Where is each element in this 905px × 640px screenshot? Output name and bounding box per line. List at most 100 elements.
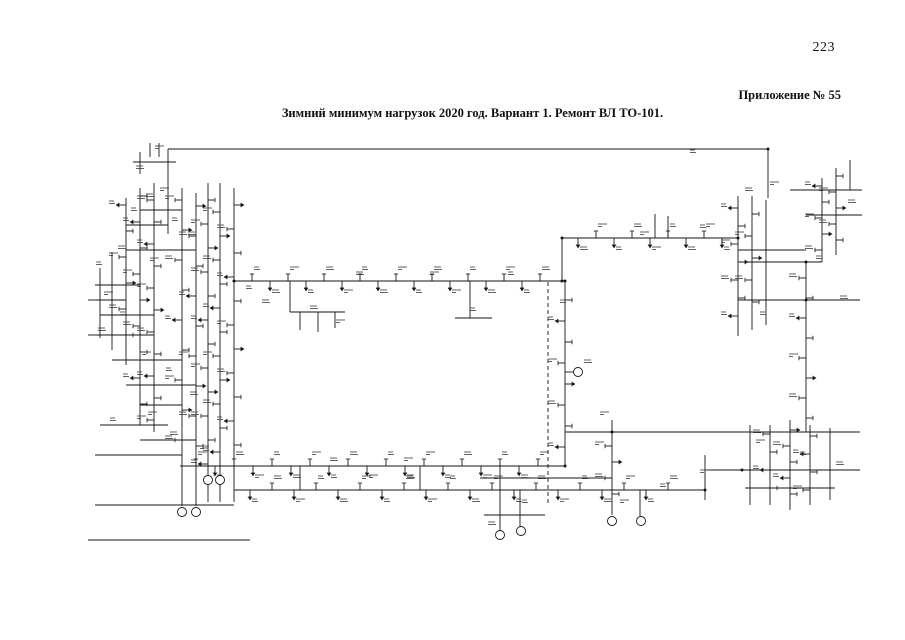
load-arrow-icon: [412, 288, 416, 292]
load-arrow-icon: [143, 374, 147, 378]
load-arrow-icon: [215, 390, 219, 394]
generator-circle-icon: [215, 475, 225, 485]
load-arrow-icon: [223, 275, 227, 279]
generator-circle-icon: [607, 516, 617, 526]
load-arrow-icon: [720, 245, 724, 249]
load-arrow-icon: [203, 384, 207, 388]
load-arrow-icon: [779, 476, 783, 480]
junction-dot: [703, 488, 707, 492]
junction-dot: [740, 468, 744, 472]
load-arrow-icon: [517, 473, 521, 477]
load-arrow-icon: [197, 318, 201, 322]
load-arrow-icon: [171, 318, 175, 322]
generator-circle-icon: [191, 507, 201, 517]
load-arrow-icon: [336, 497, 340, 501]
load-arrow-icon: [289, 473, 293, 477]
load-arrow-icon: [727, 314, 731, 318]
appendix-label: Приложение № 55: [738, 88, 841, 102]
load-arrow-icon: [797, 428, 801, 432]
load-arrow-icon: [227, 378, 231, 382]
junction-dot: [560, 236, 564, 240]
load-arrow-icon: [251, 473, 255, 477]
load-arrow-icon: [727, 206, 731, 210]
junction-dot: [804, 260, 808, 264]
load-arrow-icon: [248, 497, 252, 501]
load-arrow-icon: [133, 281, 137, 285]
load-arrow-icon: [745, 260, 749, 264]
load-arrow-icon: [129, 376, 133, 380]
load-arrow-icon: [115, 203, 119, 207]
generator-circle-icon: [516, 526, 526, 536]
load-arrow-icon: [304, 288, 308, 292]
load-arrow-icon: [203, 204, 207, 208]
load-arrow-icon: [612, 245, 616, 249]
load-arrow-icon: [189, 408, 193, 412]
load-arrow-icon: [556, 497, 560, 501]
junction-dot: [766, 147, 770, 151]
load-arrow-icon: [554, 319, 558, 323]
load-arrow-icon: [292, 497, 296, 501]
load-arrow-icon: [468, 497, 472, 501]
load-arrow-icon: [327, 473, 331, 477]
load-arrow-icon: [572, 382, 576, 386]
generator-circle-icon: [495, 530, 505, 540]
load-arrow-icon: [365, 473, 369, 477]
load-arrow-icon: [268, 288, 272, 292]
generator-circle-icon: [636, 516, 646, 526]
load-arrow-icon: [644, 497, 648, 501]
load-arrow-icon: [340, 288, 344, 292]
load-arrow-icon: [227, 234, 231, 238]
load-arrow-icon: [223, 419, 227, 423]
load-arrow-icon: [576, 245, 580, 249]
load-arrow-icon: [479, 473, 483, 477]
load-arrow-icon: [213, 473, 217, 477]
load-arrow-icon: [143, 242, 147, 246]
diagram-title: Зимний минимум нагрузок 2020 год. Вариан…: [281, 106, 664, 120]
load-arrow-icon: [829, 232, 833, 236]
load-arrow-icon: [241, 347, 245, 351]
load-arrow-icon: [403, 473, 407, 477]
junction-dot: [804, 298, 808, 302]
load-arrow-icon: [380, 497, 384, 501]
load-arrow-icon: [684, 245, 688, 249]
load-arrow-icon: [600, 497, 604, 501]
junction-dot: [232, 279, 236, 283]
junction-dot: [736, 236, 740, 240]
generator-circle-icon: [573, 367, 583, 377]
page-number: 223: [812, 40, 835, 55]
load-arrow-icon: [189, 228, 193, 232]
junction-dot: [563, 279, 567, 283]
load-arrow-icon: [843, 206, 847, 210]
load-arrow-icon: [441, 473, 445, 477]
load-arrow-icon: [512, 497, 516, 501]
load-arrow-icon: [448, 288, 452, 292]
load-arrow-icon: [759, 468, 763, 472]
load-arrow-icon: [484, 288, 488, 292]
load-arrow-icon: [424, 497, 428, 501]
load-arrow-icon: [209, 450, 213, 454]
junction-dot: [610, 430, 614, 434]
load-arrow-icon: [185, 294, 189, 298]
load-arrow-icon: [811, 184, 815, 188]
load-arrow-icon: [799, 452, 803, 456]
load-arrow-icon: [161, 308, 165, 312]
load-arrow-icon: [147, 298, 151, 302]
load-arrow-icon: [619, 460, 623, 464]
load-arrow-icon: [376, 288, 380, 292]
junction-dot: [563, 464, 567, 468]
load-arrow-icon: [554, 445, 558, 449]
load-arrow-icon: [215, 246, 219, 250]
junction-dot: [560, 279, 564, 283]
load-arrow-icon: [129, 220, 133, 224]
load-arrow-icon: [520, 288, 524, 292]
load-arrow-icon: [197, 462, 201, 466]
generator-circle-icon: [177, 507, 187, 517]
load-arrow-icon: [241, 203, 245, 207]
load-arrow-icon: [209, 306, 213, 310]
generator-circle-icon: [203, 475, 213, 485]
load-arrow-icon: [795, 316, 799, 320]
load-arrow-icon: [813, 376, 817, 380]
